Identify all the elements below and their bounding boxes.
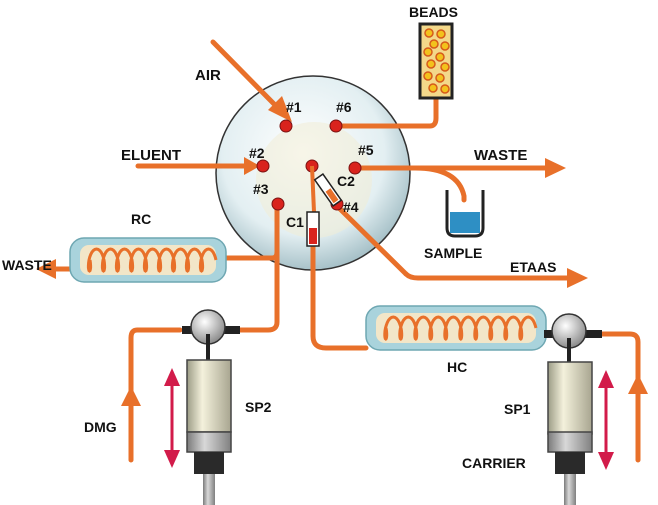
- label-sample: SAMPLE: [424, 245, 482, 261]
- port-label-3: #3: [253, 181, 269, 197]
- label-sp2: SP2: [245, 399, 272, 415]
- label-eluent: ELUENT: [121, 147, 181, 164]
- air-tube: [210, 39, 281, 111]
- hc-coil: [365, 305, 547, 351]
- port-label-5: #5: [358, 142, 374, 158]
- center-to-c2-tube: [310, 165, 316, 213]
- carrier-tube: [597, 331, 641, 463]
- port-label-4: #4: [343, 199, 359, 215]
- label-sp1: SP1: [504, 401, 531, 417]
- column-label-c2: C2: [337, 173, 355, 189]
- port-5: [348, 161, 362, 175]
- port-label-2: #2: [249, 145, 265, 161]
- etaas-tube: [333, 202, 409, 277]
- port-1: [279, 119, 293, 133]
- label-rc: RC: [131, 211, 151, 227]
- sp1-motion-arrow: [598, 370, 614, 470]
- port-6: [329, 119, 343, 133]
- carrier-arrowhead: [628, 374, 648, 394]
- sp2-to-valve-tube: [233, 249, 280, 333]
- waste-left-arrowhead: [36, 259, 56, 279]
- label-beads: BEADS: [409, 4, 458, 20]
- label-waste-left: WASTE: [2, 257, 52, 273]
- sample-cup: [445, 190, 485, 238]
- label-etaas: ETAAS: [510, 259, 556, 275]
- label-air: AIR: [195, 67, 221, 84]
- beads-container: [418, 22, 454, 100]
- waste-right-arrowhead: [545, 158, 566, 178]
- label-waste-right: WASTE: [474, 147, 527, 164]
- label-hc: HC: [447, 359, 467, 375]
- syringe-pump-sp2: [182, 309, 240, 505]
- etaas-tube-2: [403, 271, 571, 281]
- sp2-motion-arrow: [164, 368, 180, 468]
- port-3: [271, 197, 285, 211]
- label-carrier: CARRIER: [462, 455, 526, 471]
- syringe-pump-sp1: [544, 313, 602, 505]
- port-label-1: #1: [286, 99, 302, 115]
- label-dmg: DMG: [84, 419, 117, 435]
- dmg-arrowhead: [121, 386, 141, 406]
- sample-tube: [352, 165, 467, 203]
- rc-coil: [69, 237, 227, 283]
- dmg-tube: [128, 327, 183, 463]
- air-arrowhead: [268, 96, 292, 122]
- c1-to-hc-tube: [310, 243, 369, 351]
- column-c1: [306, 211, 320, 247]
- port-label-6: #6: [336, 99, 352, 115]
- column-c2: [313, 172, 343, 208]
- column-label-c1: C1: [286, 214, 304, 230]
- eluent-arrowhead: [244, 157, 260, 175]
- etaas-arrowhead: [567, 268, 588, 288]
- port-2: [256, 159, 270, 173]
- beads-tube: [333, 95, 439, 129]
